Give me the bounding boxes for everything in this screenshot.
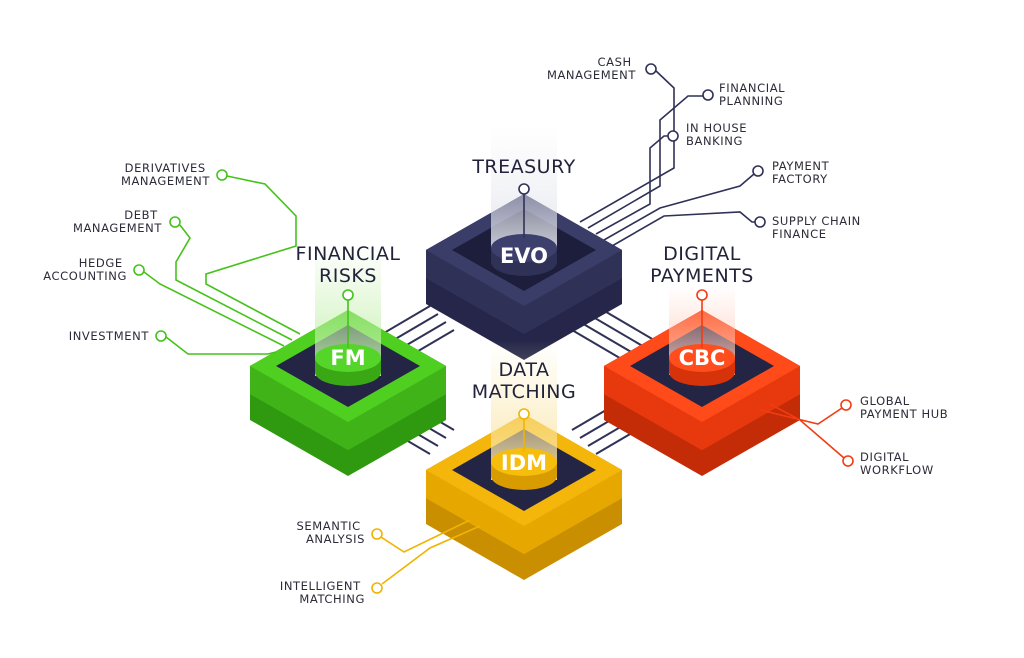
- feature-in-house-banking: IN HOUSE BANKING: [686, 121, 751, 148]
- digital-payments-title-line1: DIGITAL: [663, 243, 741, 265]
- risk-feature-lines: [143, 175, 301, 355]
- data-matching-code: IDM: [501, 451, 547, 475]
- data-matching-title-line1: DATA: [499, 359, 550, 381]
- treasury-title: TREASURY: [471, 156, 575, 178]
- feature-semantic-analysis: SEMANTIC ANALYSIS: [297, 519, 365, 546]
- payment-feature-nodes: [840, 399, 854, 467]
- feature-payment-factory: PAYMENT FACTORY: [772, 159, 833, 186]
- risk-feature-nodes: [133, 169, 228, 342]
- treasury-code: EVO: [500, 244, 548, 268]
- feature-derivatives-management: DERIVATIVES MANAGEMENT: [121, 161, 210, 188]
- digital-payments-title-line2: PAYMENTS: [650, 265, 754, 287]
- matching-feature-nodes: [371, 528, 383, 594]
- financial-risks-code: FM: [330, 346, 365, 370]
- feature-global-payment-hub: GLOBAL PAYMENT HUB: [860, 394, 948, 421]
- digital-payments-code: CBC: [679, 346, 726, 370]
- feature-intelligent-matching: INTELLIGENT MATCHING: [280, 579, 365, 606]
- treasury-feature-nodes: [645, 63, 766, 228]
- matching-feature-lines: [380, 519, 481, 585]
- feature-debt-management: DEBT MANAGEMENT: [73, 208, 162, 235]
- financial-risks-block: [250, 310, 446, 476]
- feature-supply-chain-finance: SUPPLY CHAIN FINANCE: [772, 214, 865, 241]
- data-matching-title-line2: MATCHING: [472, 381, 577, 403]
- treasury-feature-lines: [579, 69, 755, 247]
- feature-cash-management: CASH MANAGEMENT: [547, 55, 636, 82]
- feature-hedge-accounting: HEDGE ACCOUNTING: [43, 256, 127, 283]
- feature-investment: INVESTMENT: [69, 329, 150, 343]
- feature-digital-workflow: DIGITAL WORKFLOW: [860, 450, 934, 477]
- financial-risks-title-line2: RISKS: [319, 265, 377, 287]
- payment-feature-lines: [759, 403, 845, 459]
- feature-financial-planning: FINANCIAL PLANNING: [719, 81, 789, 108]
- financial-risks-title-line1: FINANCIAL: [296, 243, 401, 265]
